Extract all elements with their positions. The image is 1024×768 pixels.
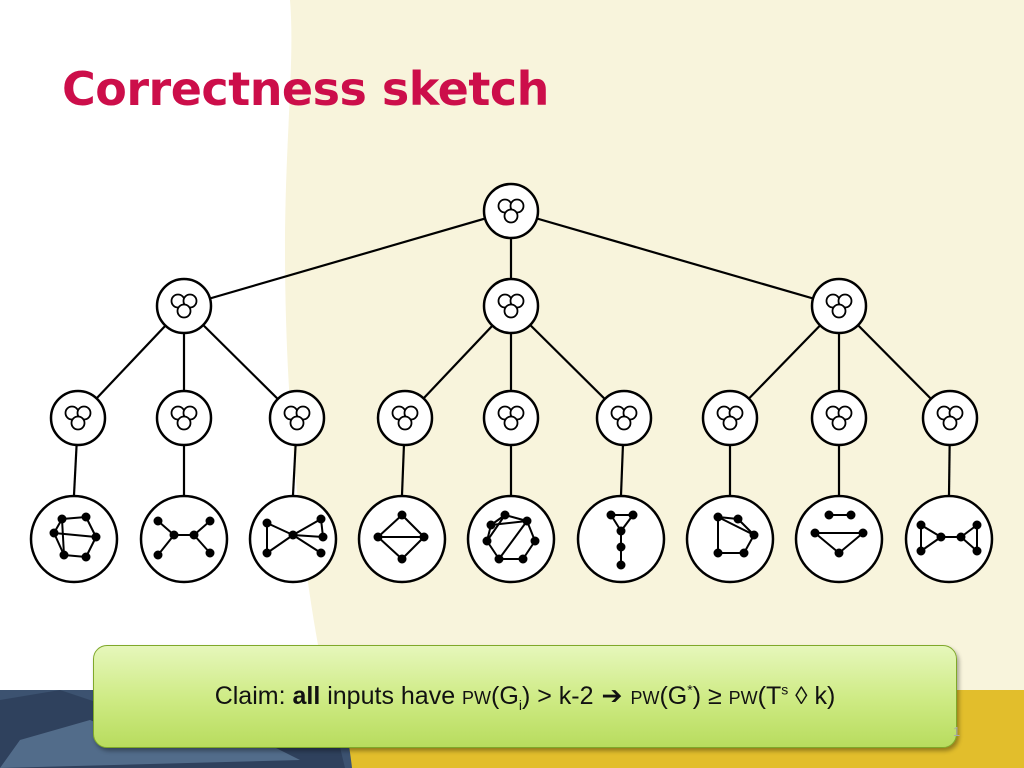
claim-ge: ) ≥ [692, 681, 729, 710]
level1-node [155, 277, 213, 335]
claim-g-star: (G [659, 681, 688, 710]
claim-g: (G [491, 681, 519, 710]
level2-node [595, 389, 653, 447]
level2-node [49, 389, 107, 447]
level2-node [701, 389, 759, 447]
level2-node [268, 389, 326, 447]
page-title: Correctness sketch [62, 62, 549, 116]
level2-node [810, 389, 868, 447]
claim-star: * [687, 681, 693, 698]
pw-label: PW [630, 687, 660, 708]
claim-text: Claim: all inputs have PW(Gi) > k-2➔PW(G… [215, 681, 836, 713]
level1-node [482, 277, 540, 335]
claim-part1: inputs have [320, 681, 463, 710]
leaf-graph [576, 494, 666, 584]
claim-t: (T [757, 681, 782, 710]
level2-node [376, 389, 434, 447]
claim-after-gi: ) > k-2 [521, 681, 594, 710]
tree-edges [72, 209, 952, 496]
leaf-graph [357, 494, 447, 584]
pw-label: PW [728, 687, 758, 708]
pw-label: PW [462, 687, 492, 708]
claim-s: s [781, 681, 789, 698]
root-node [482, 182, 540, 240]
tree-nodes [49, 182, 979, 447]
leaf-graph [904, 494, 994, 584]
leaf-graph [794, 494, 884, 584]
leaf-graph [248, 494, 338, 584]
level2-node [482, 389, 540, 447]
level2-node [921, 389, 979, 447]
arrow-icon: ➔ [601, 680, 623, 710]
claim-sub-i: i [518, 696, 522, 713]
claim-box: Claim: all inputs have PW(Gi) > k-2➔PW(G… [93, 645, 957, 748]
leaf-graph [139, 494, 229, 584]
leaf-graphs [29, 494, 994, 584]
claim-bold: all [292, 681, 321, 710]
claim-prefix: Claim: [214, 681, 293, 710]
leaf-graph [466, 494, 556, 584]
level1-node [810, 277, 868, 335]
claim-tail: ◊ k) [788, 681, 836, 710]
leaf-graph [29, 494, 119, 584]
slide-number: 1 [953, 724, 961, 739]
level2-node [155, 389, 213, 447]
leaf-graph [685, 494, 775, 584]
